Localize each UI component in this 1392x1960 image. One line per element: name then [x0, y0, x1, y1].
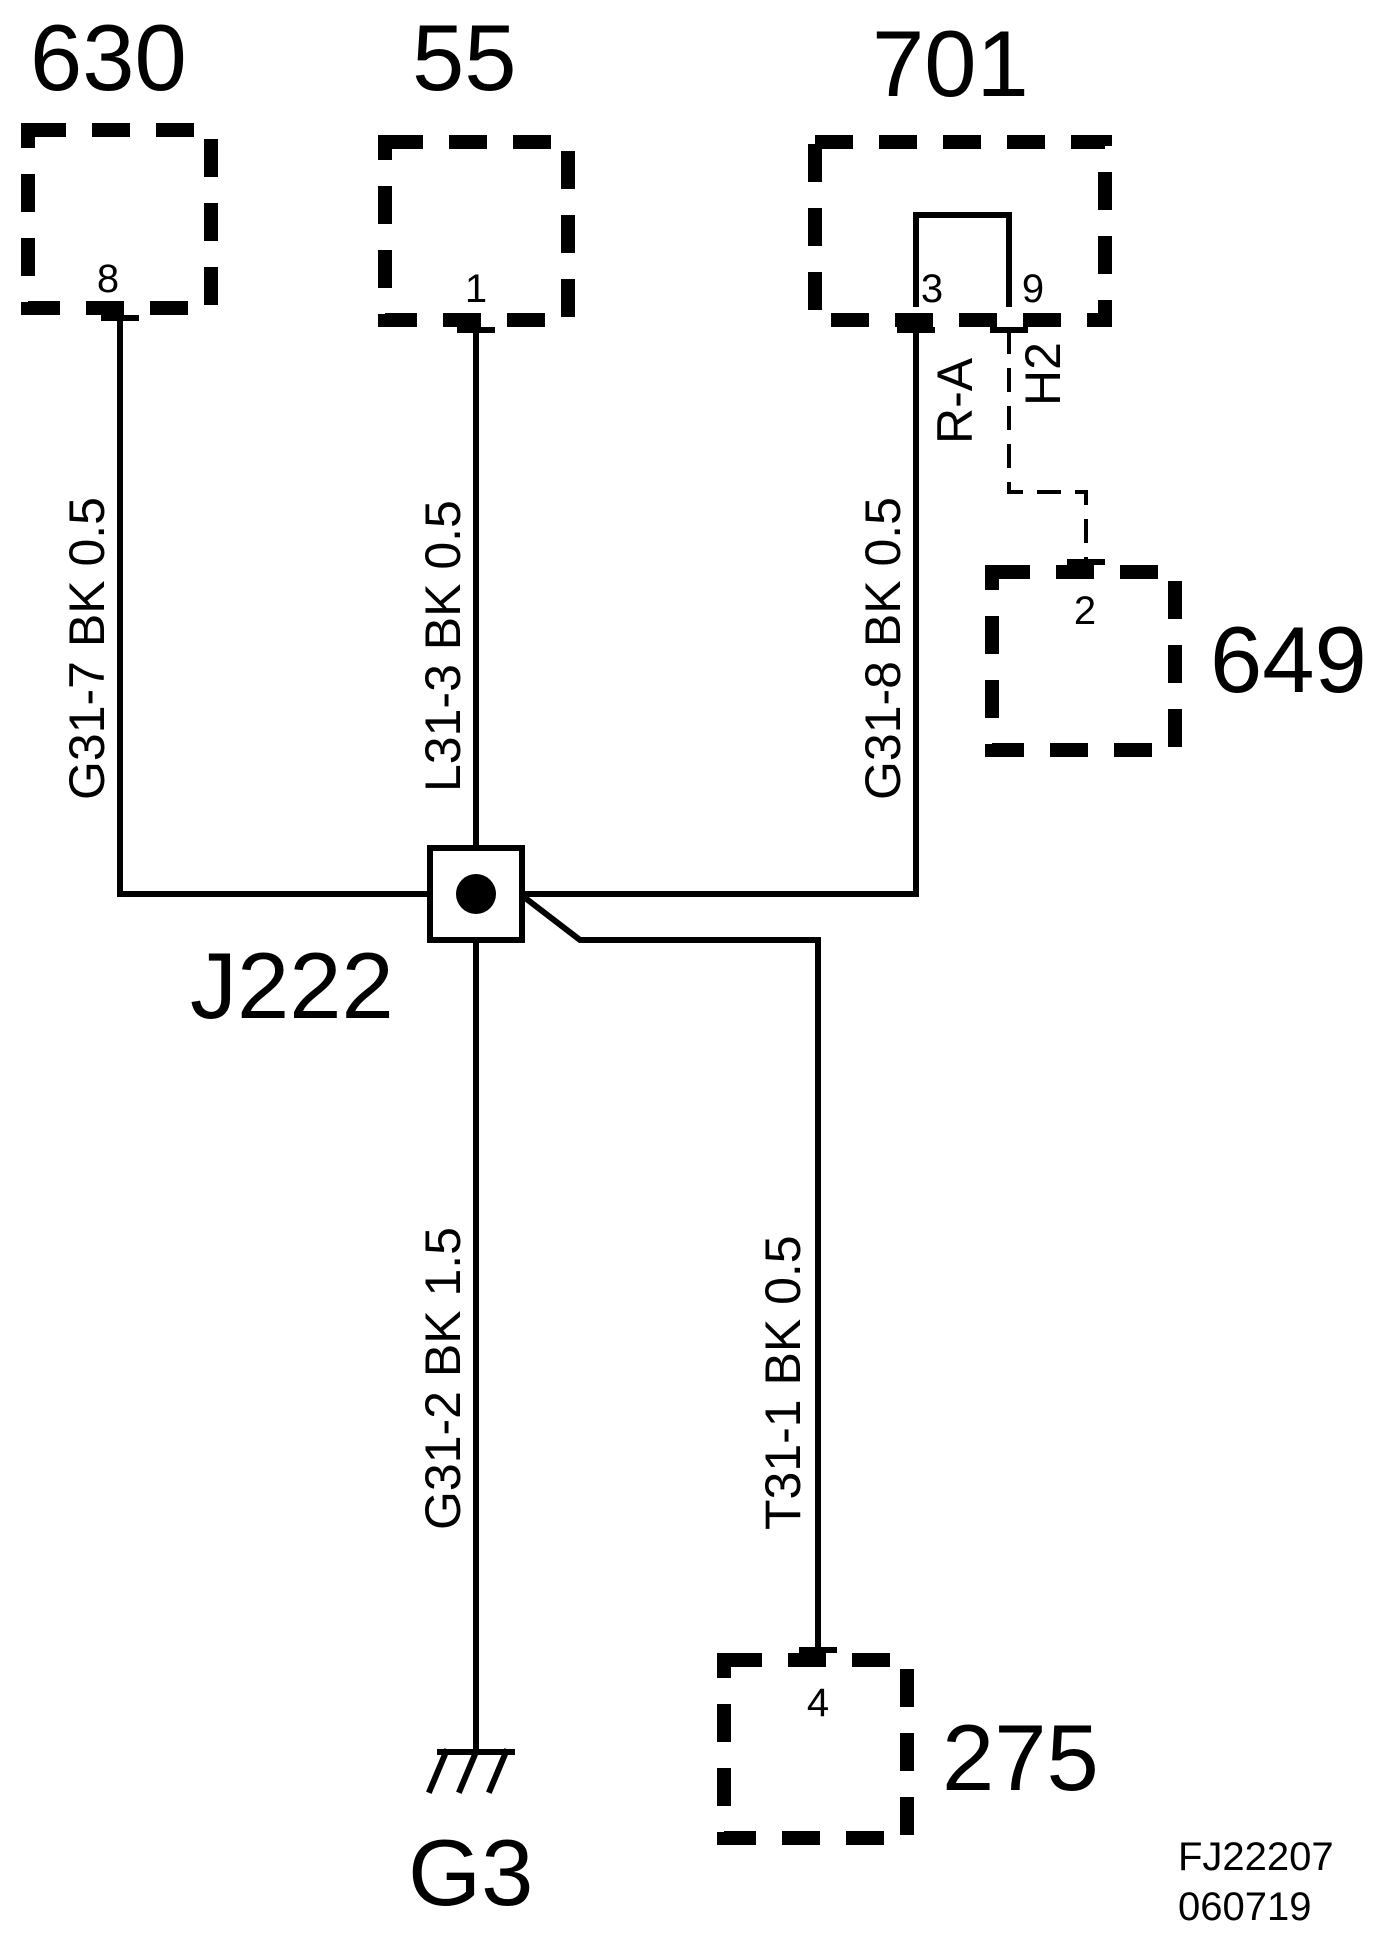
- wire-g31-7: [117, 315, 479, 897]
- internal-jumper: [913, 212, 1012, 307]
- component-701-box: [808, 135, 1112, 327]
- component-649-pin: 2: [1074, 589, 1096, 633]
- component-55-pin: 1: [465, 267, 487, 311]
- reference-code-line1: FJ22207: [1178, 1835, 1334, 1879]
- wire-g31-8: [473, 327, 919, 897]
- component-630-pin: 8: [97, 257, 119, 301]
- wire-label-g31-2: G31-2 BK 1.5: [415, 1227, 471, 1530]
- component-275-label: 275: [942, 1705, 1099, 1810]
- wire-label-h2: H2: [1015, 342, 1071, 406]
- wire-label-ra: R-A: [927, 357, 983, 444]
- component-701-label: 701: [872, 11, 1029, 116]
- wire-h2-dashed: [1007, 330, 1088, 562]
- wire-t31-1: [515, 889, 821, 1653]
- component-701-pin-b: 9: [1022, 267, 1044, 311]
- component-701: 701 3 9: [808, 11, 1112, 327]
- ground-tine-3: [486, 1748, 510, 1794]
- wire-label-g31-7: G31-7 BK 0.5: [59, 497, 115, 800]
- wire-label-t31-1: T31-1 BK 0.5: [755, 1235, 811, 1530]
- ground-tine-1: [426, 1748, 450, 1794]
- component-630-label: 630: [30, 5, 187, 110]
- ground-tine-2: [456, 1748, 480, 1794]
- splice-dot: [456, 874, 496, 914]
- wire-label-l31-3: L31-3 BK 0.5: [415, 500, 471, 792]
- component-275: 275 4: [717, 1653, 1099, 1845]
- component-55-label: 55: [412, 5, 517, 110]
- splice-label: J222: [190, 933, 394, 1038]
- component-630: 630 8: [21, 5, 218, 315]
- ground-label: G3: [408, 1820, 533, 1925]
- component-649-label: 649: [1210, 607, 1367, 712]
- component-649-box: [985, 565, 1182, 757]
- ground-g3: G3: [408, 1748, 533, 1925]
- reference-code-line2: 060719: [1178, 1885, 1311, 1929]
- component-649: 649 2: [985, 565, 1367, 757]
- component-55: 55 1: [378, 5, 575, 327]
- component-275-pin: 4: [807, 1681, 829, 1725]
- wire-label-g31-8: G31-8 BK 0.5: [855, 497, 911, 800]
- component-275-box: [717, 1653, 914, 1845]
- splice-j222: J222: [190, 845, 525, 1038]
- component-701-pin-a: 3: [921, 267, 943, 311]
- component-55-box: [378, 135, 575, 327]
- component-630-box: [21, 123, 218, 315]
